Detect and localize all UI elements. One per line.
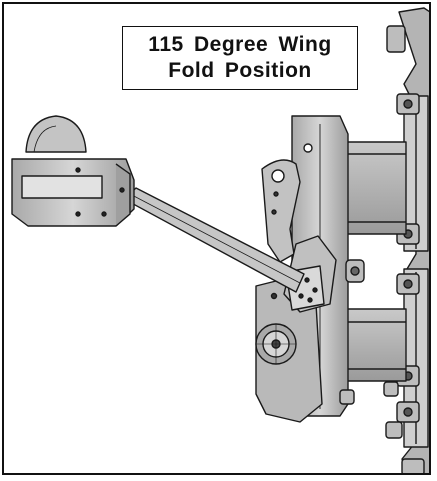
caption-line-1: 115 Degree Wing — [148, 33, 332, 56]
pulley-wheel — [255, 323, 297, 365]
lower-nuts — [339, 381, 403, 439]
wing-fold-diagram: 115 Degree Wing Fold Position — [2, 2, 431, 475]
lower-beam — [343, 308, 407, 382]
link-arm — [261, 159, 301, 263]
caption-box: 115 Degree Wing Fold Position — [122, 26, 358, 90]
caption-line-2: Fold Position — [168, 59, 312, 82]
end-mount — [11, 115, 135, 227]
upper-beam — [343, 141, 407, 235]
wing-fold-drawing — [11, 7, 429, 473]
